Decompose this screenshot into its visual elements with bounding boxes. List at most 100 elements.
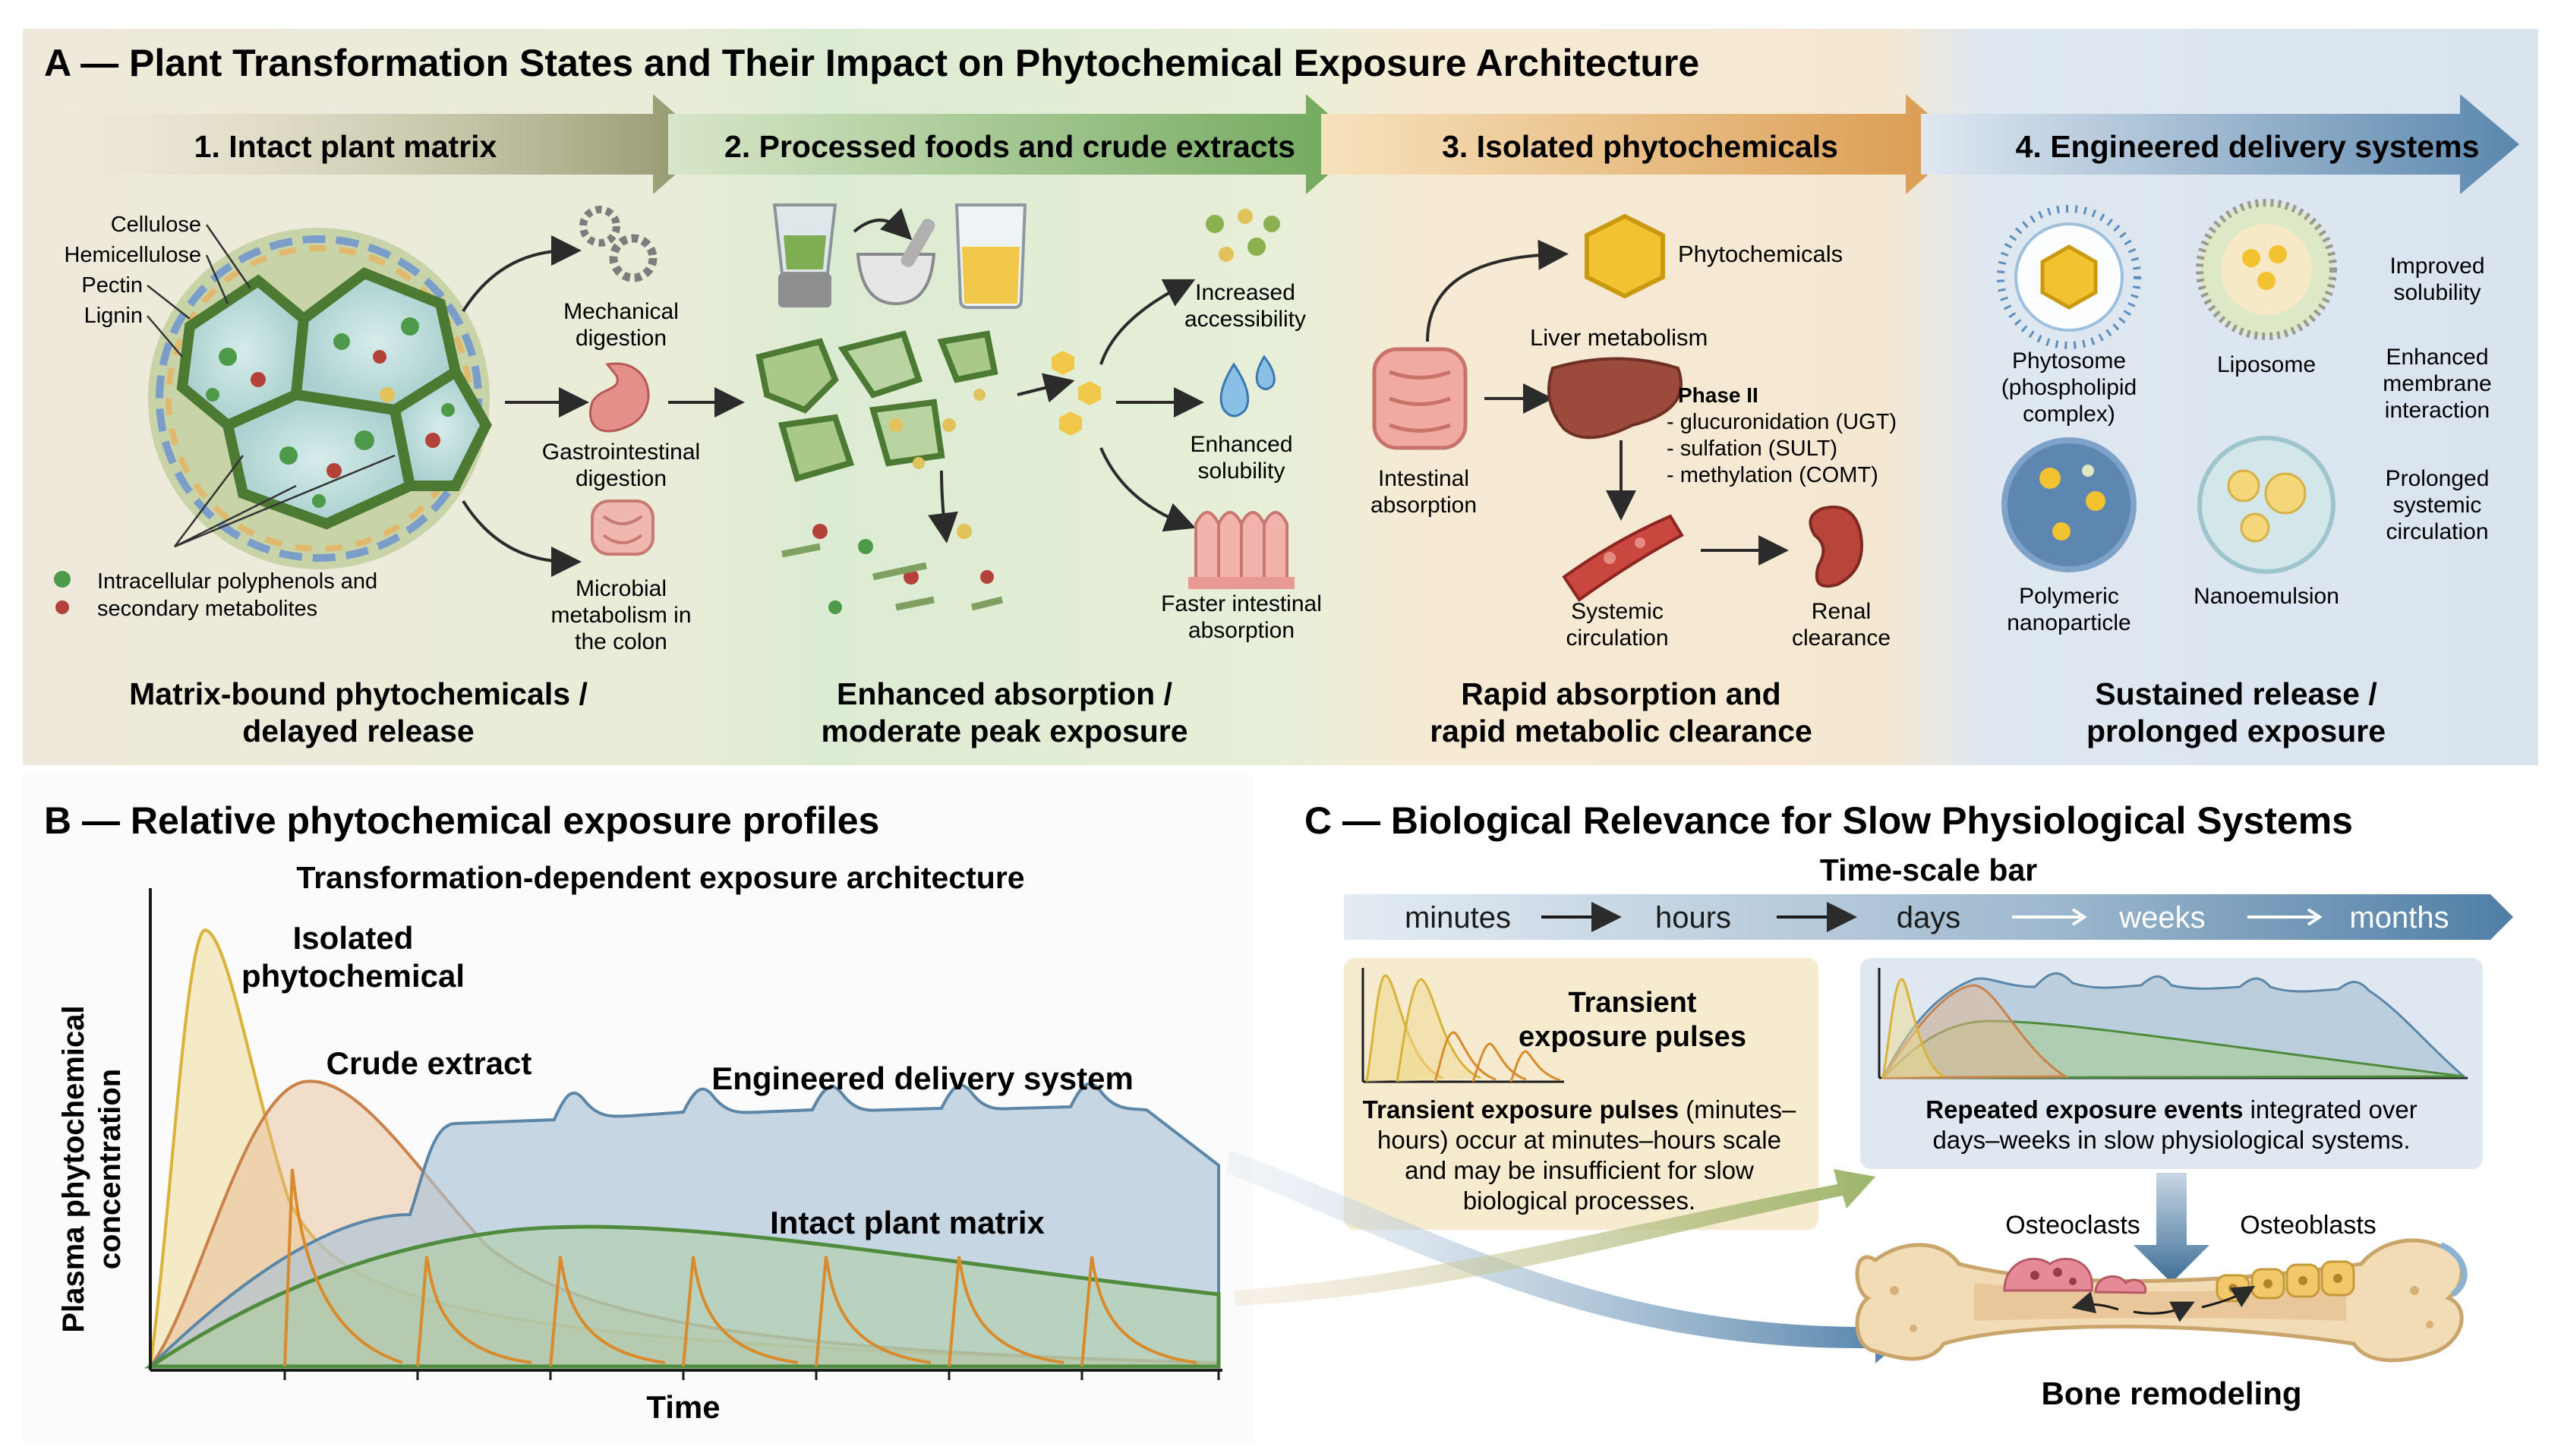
benefit-1-line-1: Improved (2389, 254, 2484, 279)
phytochemical-hexagon-icon (1585, 213, 1665, 299)
benefit-3-line-1: Prolonged (2386, 466, 2490, 491)
sult-reaction: - sulfation (SULT) (1667, 436, 1837, 461)
timescale-minutes: minutes (1405, 901, 1511, 934)
polyphenol-legend-line-2: secondary metabolites (97, 597, 317, 621)
stage-arrows (53, 94, 2519, 194)
stage-1-caption-line-1: Matrix-bound phytochemicals / (129, 676, 588, 711)
benefit-2-line-3: interaction (2385, 398, 2490, 423)
benefit-2-line-2: membrane (2383, 371, 2491, 396)
cell-wall-leaders (147, 224, 396, 548)
phytosome-line-1: Phytosome (2012, 348, 2126, 373)
bone-remodeling-label: Bone remodeling (2041, 1376, 2301, 1411)
x-axis-ticks (283, 1370, 1220, 1380)
transient-title-line-2: exposure pulses (1519, 1021, 1746, 1053)
polymeric-line-1: Polymeric (2019, 584, 2119, 609)
blood-vessel-icon (1562, 514, 1684, 602)
fragmented-matrix-illustration (755, 330, 1004, 614)
osteoblast-cells (2216, 1260, 2355, 1303)
repeated-mini-chart (1878, 968, 2468, 1079)
transient-description-line-2: hours) occur at minutes–hours scale (1377, 1126, 1781, 1154)
phytosome-icon (1997, 205, 2141, 349)
transient-description-tail: (minutes– (1679, 1095, 1796, 1124)
faster-absorption-line-1: Faster intestinal (1161, 591, 1322, 616)
process-arrow (853, 207, 913, 241)
stage-3-caption-line-1: Rapid absorption and (1461, 676, 1780, 711)
timescale-days: days (1897, 901, 1961, 934)
engineered-series-label: Engineered delivery system (711, 1060, 1134, 1096)
stage-3-caption-line-2: rapid metabolic clearance (1430, 714, 1812, 748)
microbial-line-1: Microbial (576, 576, 667, 601)
intestinal-absorption-line-2: absorption (1370, 493, 1477, 518)
crude-series-label: Crude extract (326, 1045, 532, 1081)
intestinal-absorption-line-1: Intestinal (1378, 466, 1469, 491)
phase-ii-label: Phase II (1678, 383, 1758, 407)
colon-icon (591, 500, 654, 556)
panel-a-title: A — Plant Transformation States and Thei… (44, 42, 1699, 84)
liposome-label: Liposome (2217, 352, 2316, 377)
gear-icon (579, 206, 658, 282)
digestion-arrows (462, 235, 745, 577)
plant-cell-illustration (148, 228, 492, 569)
stage-4-caption-line-2: prolonged exposure (2086, 714, 2386, 748)
beaker-icon (954, 203, 1027, 309)
particles-icon (1206, 209, 1280, 262)
solubility-line-2: solubility (1197, 459, 1285, 484)
gi-digestion-line-2: digestion (576, 466, 667, 491)
kidney-icon (1809, 506, 1863, 588)
ugt-reaction: - glucuronidation (UGT) (1667, 410, 1897, 434)
panel-b-subtitle: Transformation-dependent exposure archit… (296, 860, 1024, 895)
nanoemulsion-label: Nanoemulsion (2194, 584, 2339, 609)
stage-arrow-3 (1321, 94, 1963, 194)
intestinal-villi-icon (1188, 511, 1295, 589)
osteoblasts-label: Osteoblasts (2240, 1211, 2376, 1240)
osteoclasts-label: Osteoclasts (2005, 1211, 2140, 1240)
panel-b-xlabel: Time (646, 1389, 720, 1425)
lignin-label: Lignin (84, 304, 143, 328)
renal-clearance-line-1: Renal (1812, 599, 1871, 624)
transient-description-line-1: Transient exposure pulses (minutes– (1363, 1095, 1796, 1124)
cellulose-label: Cellulose (111, 213, 201, 237)
phytosome-line-2: (phospholipid (2001, 375, 2137, 400)
stomach-icon (588, 362, 650, 433)
stage-arrow-1 (53, 94, 710, 194)
droplet-icon (1219, 355, 1276, 418)
timescale-weeks: weeks (2118, 901, 2205, 934)
timescale-hours: hours (1655, 901, 1731, 934)
benefit-3-line-2: systemic (2393, 493, 2482, 518)
stage-1-caption-line-2: delayed release (242, 714, 474, 748)
phytochemicals-label: Phytochemicals (1678, 241, 1843, 267)
extract-arrows (928, 279, 1204, 544)
isolated-arrow-up (1426, 239, 1569, 342)
pectin-label: Pectin (81, 273, 143, 298)
liver-metabolism-label: Liver metabolism (1530, 324, 1708, 351)
stage-1-label: 1. Intact plant matrix (194, 129, 497, 164)
panel-c-title: C — Biological Relevance for Slow Physio… (1304, 799, 2353, 842)
timescale-months: months (2349, 901, 2449, 934)
timescale-arrows (1541, 902, 2323, 932)
osteoclast-cells (2003, 1257, 2147, 1294)
isolated-series-label-line-2: phytochemical (241, 958, 465, 994)
stage-2-caption-line-2: moderate peak exposure (821, 714, 1187, 748)
benefit-1-line-2: solubility (2393, 280, 2481, 305)
blender-icon (772, 203, 837, 307)
down-arrow (2134, 1173, 2209, 1283)
panel-b-ylabel-line-1: Plasma phytochemical (57, 1005, 90, 1332)
stage-captions: Matrix-bound phytochemicals / delayed re… (129, 676, 2386, 748)
polymeric-nanoparticle-icon (2001, 437, 2137, 572)
systemic-circulation-line-1: Systemic (1571, 599, 1664, 624)
transient-title-line-1: Transient (1569, 987, 1697, 1019)
intact-series-label: Intact plant matrix (770, 1205, 1045, 1240)
accessibility-line-1: Increased (1195, 280, 1295, 305)
transient-description-bold: Transient exposure pulses (1363, 1095, 1679, 1124)
microbial-line-3: the colon (575, 629, 667, 654)
repeated-description-bold: Repeated exposure events (1925, 1095, 2243, 1124)
polyphenol-legend-green-dot (54, 571, 71, 588)
repeated-description-tail: integrated over (2243, 1095, 2417, 1124)
panel-b-ylabel-line-2: concentration (93, 1069, 127, 1269)
stage-arrow-4 (1921, 94, 2519, 194)
gi-digestion-line-1: Gastrointestinal (542, 440, 700, 465)
liposome-icon (2196, 199, 2337, 340)
stage-2-caption-line-1: Enhanced absorption / (837, 676, 1172, 711)
hemicellulose-label: Hemicellulose (64, 243, 201, 267)
repeated-exposure-arrow (1234, 1169, 1875, 1306)
